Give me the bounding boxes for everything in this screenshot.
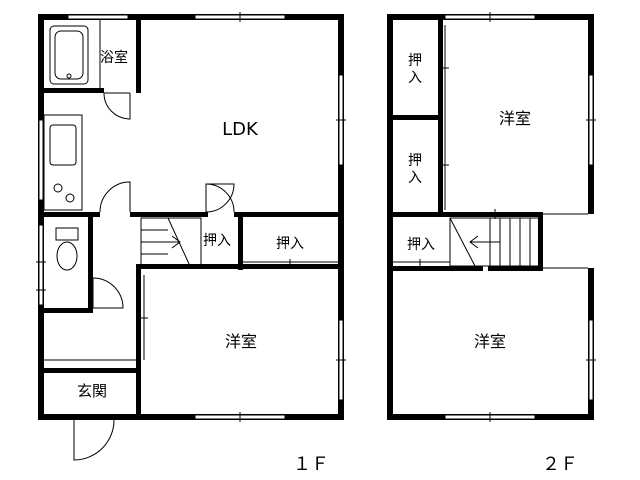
f1-bath-label: 浴室 — [100, 49, 128, 66]
f1-ldk-south-wall-m — [130, 212, 208, 217]
f1-ldk-south-wall-e — [234, 212, 338, 217]
f1-north-wall — [38, 14, 344, 20]
f2-stairs-arrow-icon — [469, 235, 500, 249]
f1-entrance-north-wall — [44, 368, 136, 373]
ldk-door-west — [99, 181, 131, 213]
f1-bath-window — [67, 14, 129, 20]
ldk-door-east — [205, 183, 235, 213]
toilet-bowl-icon — [56, 241, 78, 271]
f2-stair-east-wall — [538, 214, 543, 271]
f2-room-north-label: 洋室 — [499, 109, 531, 128]
toilet-door — [92, 277, 124, 309]
f1-ldk-label: LDK — [222, 119, 259, 140]
floor-1-plan: 浴室 LDK 押入 押入 洋室 玄関 １Ｆ — [36, 12, 346, 475]
bath-door — [103, 92, 131, 120]
f1-room-north-wall — [141, 264, 338, 269]
f1-room-west-wall — [136, 264, 141, 414]
f1-bath-south-wall — [44, 88, 104, 93]
f2-closet-c-label: 押入 — [407, 237, 435, 253]
kitchen-counter — [43, 114, 83, 211]
f1-bath-east-wall — [136, 20, 141, 93]
f2-closet-b-top-label: 押 — [408, 153, 422, 169]
f1-closet-divider — [238, 217, 243, 270]
f2-closet-a-top-label: 押 — [408, 53, 422, 69]
f1-east-wall — [338, 14, 344, 420]
f1-room-label: 洋室 — [225, 332, 257, 351]
f2-closet-b-bottom-label: 入 — [408, 170, 422, 186]
kitchen-sink-icon — [49, 124, 77, 166]
f2-mid-wall — [393, 212, 543, 217]
entrance-door — [73, 419, 115, 461]
f2-closet-a-bottom-label: 入 — [408, 70, 422, 86]
f2-room-north-wall-w — [393, 266, 483, 271]
f2-floor-label: ２Ｆ — [542, 454, 578, 475]
stairs-arrow-icon — [152, 235, 181, 249]
f1-toilet-south-wall — [44, 308, 93, 313]
f1-toilet-east-wall — [88, 217, 93, 312]
f1-closet-a-label: 押入 — [203, 233, 231, 249]
stove-burner-icon — [53, 183, 63, 193]
f1-floor-label: １Ｆ — [293, 454, 329, 475]
floor-2-plan: 押 入 押 入 押入 洋室 洋室 ２Ｆ — [387, 12, 596, 475]
toilet-tank — [55, 227, 79, 241]
f2-west-wall — [387, 14, 393, 420]
f1-closet-b-label: 押入 — [276, 236, 304, 252]
f1-entrance-label: 玄関 — [77, 382, 107, 400]
f2-closet-divider — [393, 115, 443, 120]
f2-room-south-label: 洋室 — [474, 332, 506, 351]
bathtub — [49, 25, 89, 85]
f1-south-wall — [38, 414, 344, 420]
f1-ldk-south-wall-w — [44, 212, 100, 217]
f2-closet-east-wall — [438, 20, 443, 215]
f2-room-north-wall-e — [488, 266, 543, 271]
f1-toilet-window — [38, 224, 44, 306]
stove-burner-icon — [65, 193, 75, 203]
f1-kitchen-window — [38, 119, 44, 201]
f1-west-wall — [38, 14, 44, 420]
